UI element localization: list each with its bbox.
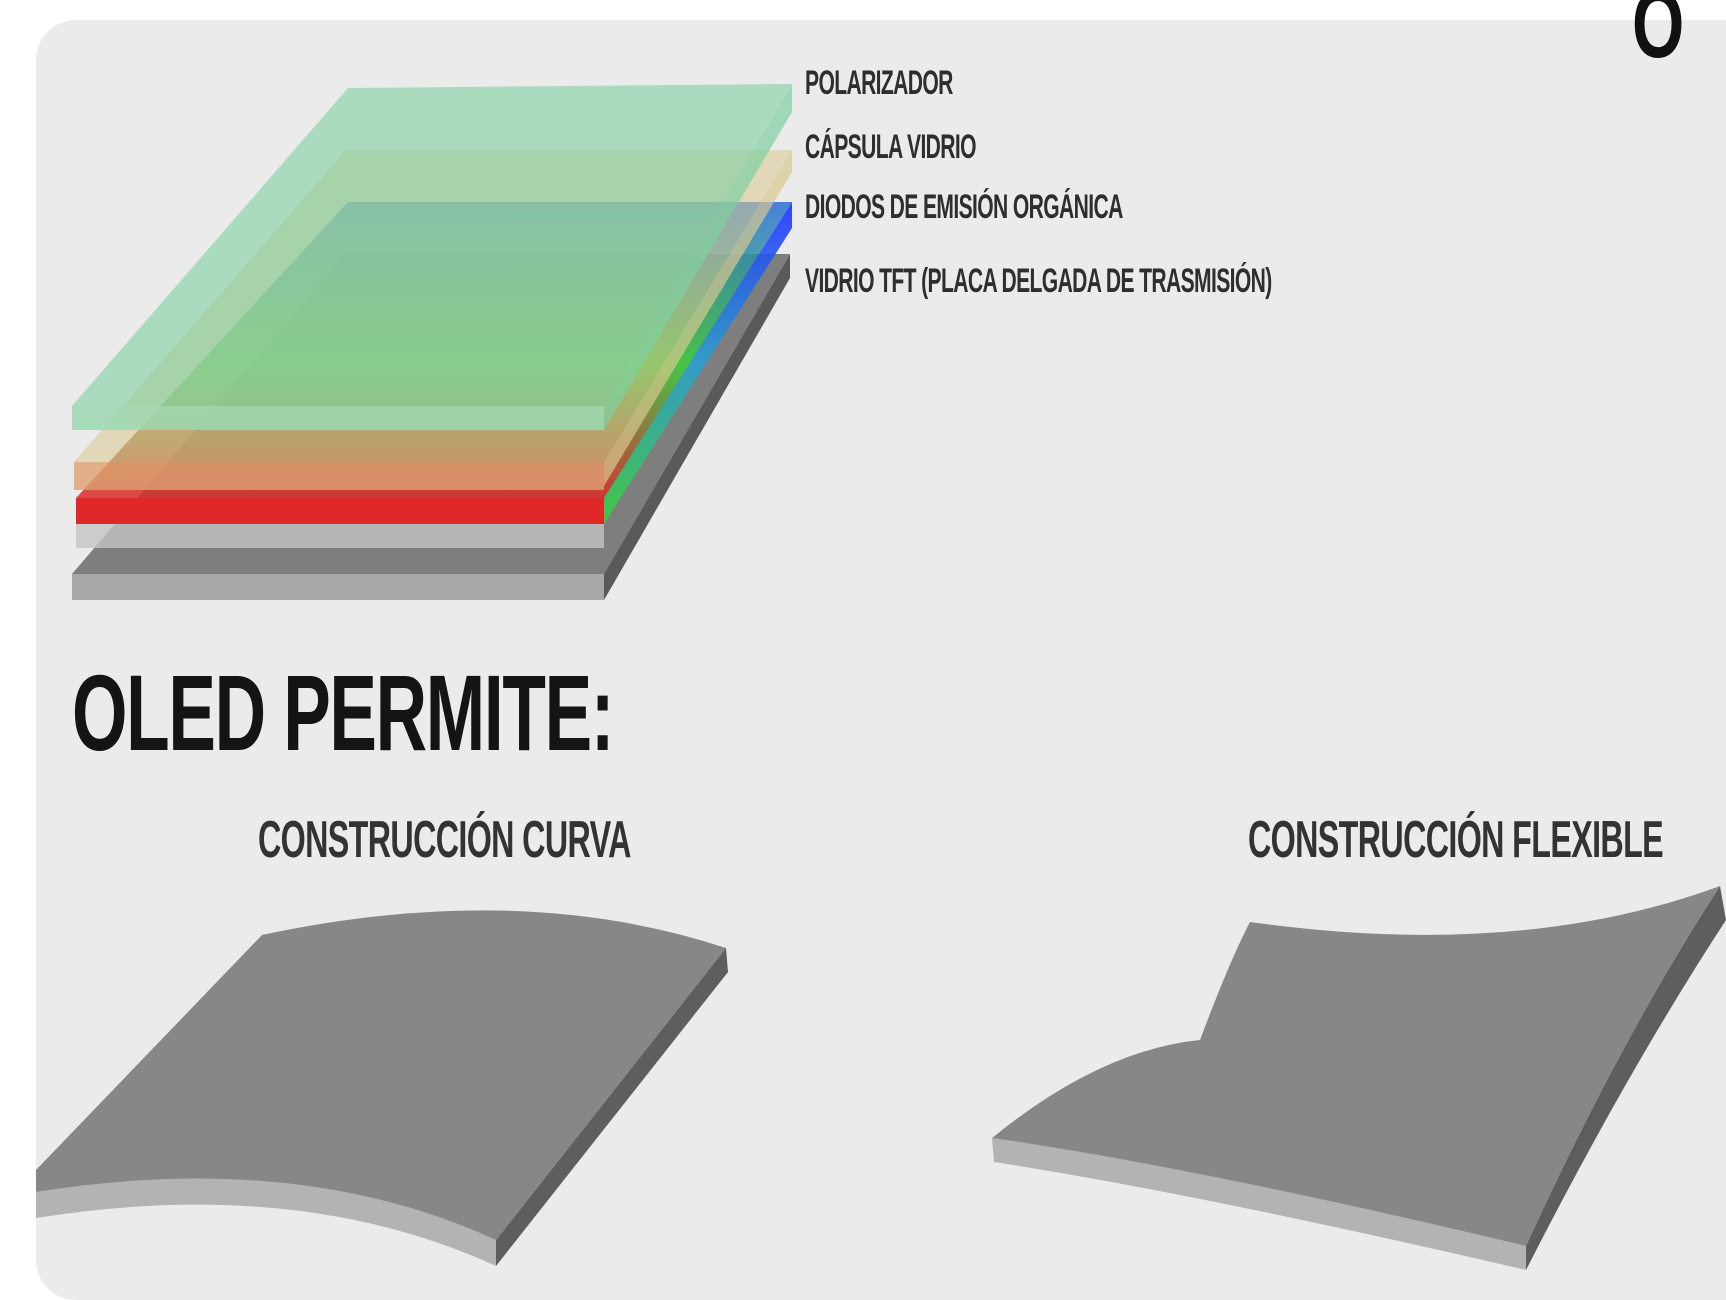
- label-polarizador: POLARIZADOR: [805, 64, 953, 102]
- label-capsula-vidrio: CÁPSULA VIDRIO: [805, 128, 977, 166]
- section-heading: OLED PERMITE:: [72, 652, 615, 773]
- curved-panel: [36, 910, 728, 1266]
- label-diodos-emision: DIODOS DE EMISIÓN ORGÁNICA: [805, 188, 1123, 226]
- cropped-title-fragment: O: [1632, 0, 1684, 78]
- label-vidrio-tft: VIDRIO TFT (PLACA DELGADA DE TRASMISIÓN): [805, 262, 1272, 300]
- label-construccion-curva: CONSTRUCCIÓN CURVA: [258, 811, 631, 869]
- layer-polarizer: [72, 84, 792, 430]
- label-construccion-flexible: CONSTRUCCIÓN FLEXIBLE: [1248, 811, 1664, 869]
- flexible-panel: [992, 886, 1726, 1270]
